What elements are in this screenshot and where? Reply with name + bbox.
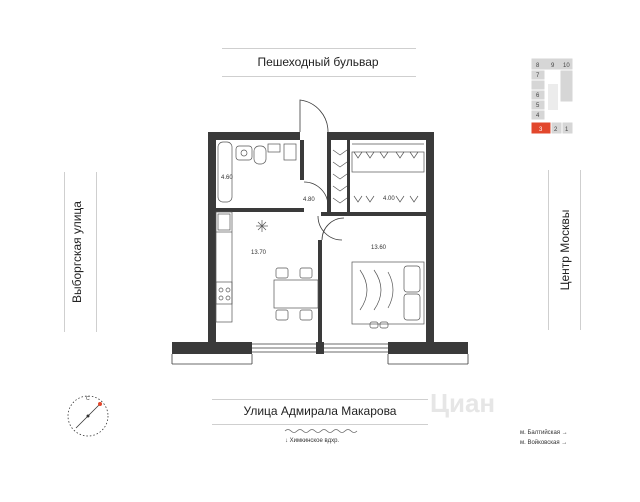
keyplan-section-3: 3 [539,127,543,133]
reservoir-label: ↓ Химкинское вдхр. [285,438,340,444]
kitchen-fixtures [215,211,319,323]
area-bathroom: 4.60 [221,175,233,181]
wardrobe-hangers [332,143,425,204]
windows [171,343,469,365]
building-keyplan: 8 9 10 7 6 5 4 3 2 1 [530,57,574,135]
entry-door [299,99,329,133]
keyplan-section-1: 1 [565,127,569,133]
watermark: Циан [430,388,496,418]
keyplan-section-4: 4 [536,113,540,119]
area-hall: 4.80 [303,197,315,203]
area-wardrobe: 4.00 [383,196,395,202]
keyplan-section-10: 10 [563,63,570,69]
right-street-rule-2 [580,170,581,330]
area-bedroom: 13.60 [371,245,387,251]
street-top-label: Пешеходный бульвар [257,55,379,69]
bed [351,261,425,329]
bottom-street-rule-lower [212,424,428,425]
left-street-rule-1 [64,172,65,332]
bathroom-fixtures [217,141,297,203]
keyplan-section-6: 6 [536,93,540,99]
top-street-rule-lower [222,76,416,77]
keyplan-section-8: 8 [536,63,540,69]
metro-voykovskaya: м. Войковская → [520,440,568,446]
street-bottom-label: Улица Адмирала Макарова [243,404,397,418]
right-street-rule-1 [548,170,549,330]
keyplan-section-5: 5 [536,103,540,109]
water-wave-icon [284,429,358,433]
keyplan-section-2: 2 [554,127,558,133]
keyplan-section-9: 9 [551,63,555,69]
compass-icon: C [67,395,109,437]
left-street-rule-2 [96,172,97,332]
svg-text:C: C [86,396,90,402]
keyplan-section-7: 7 [536,73,540,79]
walls [172,132,468,354]
bottom-street-rule-upper [212,399,428,400]
metro-baltiyskaya: м. Балтийская → [520,430,568,436]
area-kitchen: 13.70 [251,250,267,256]
top-street-rule-upper [222,48,416,49]
